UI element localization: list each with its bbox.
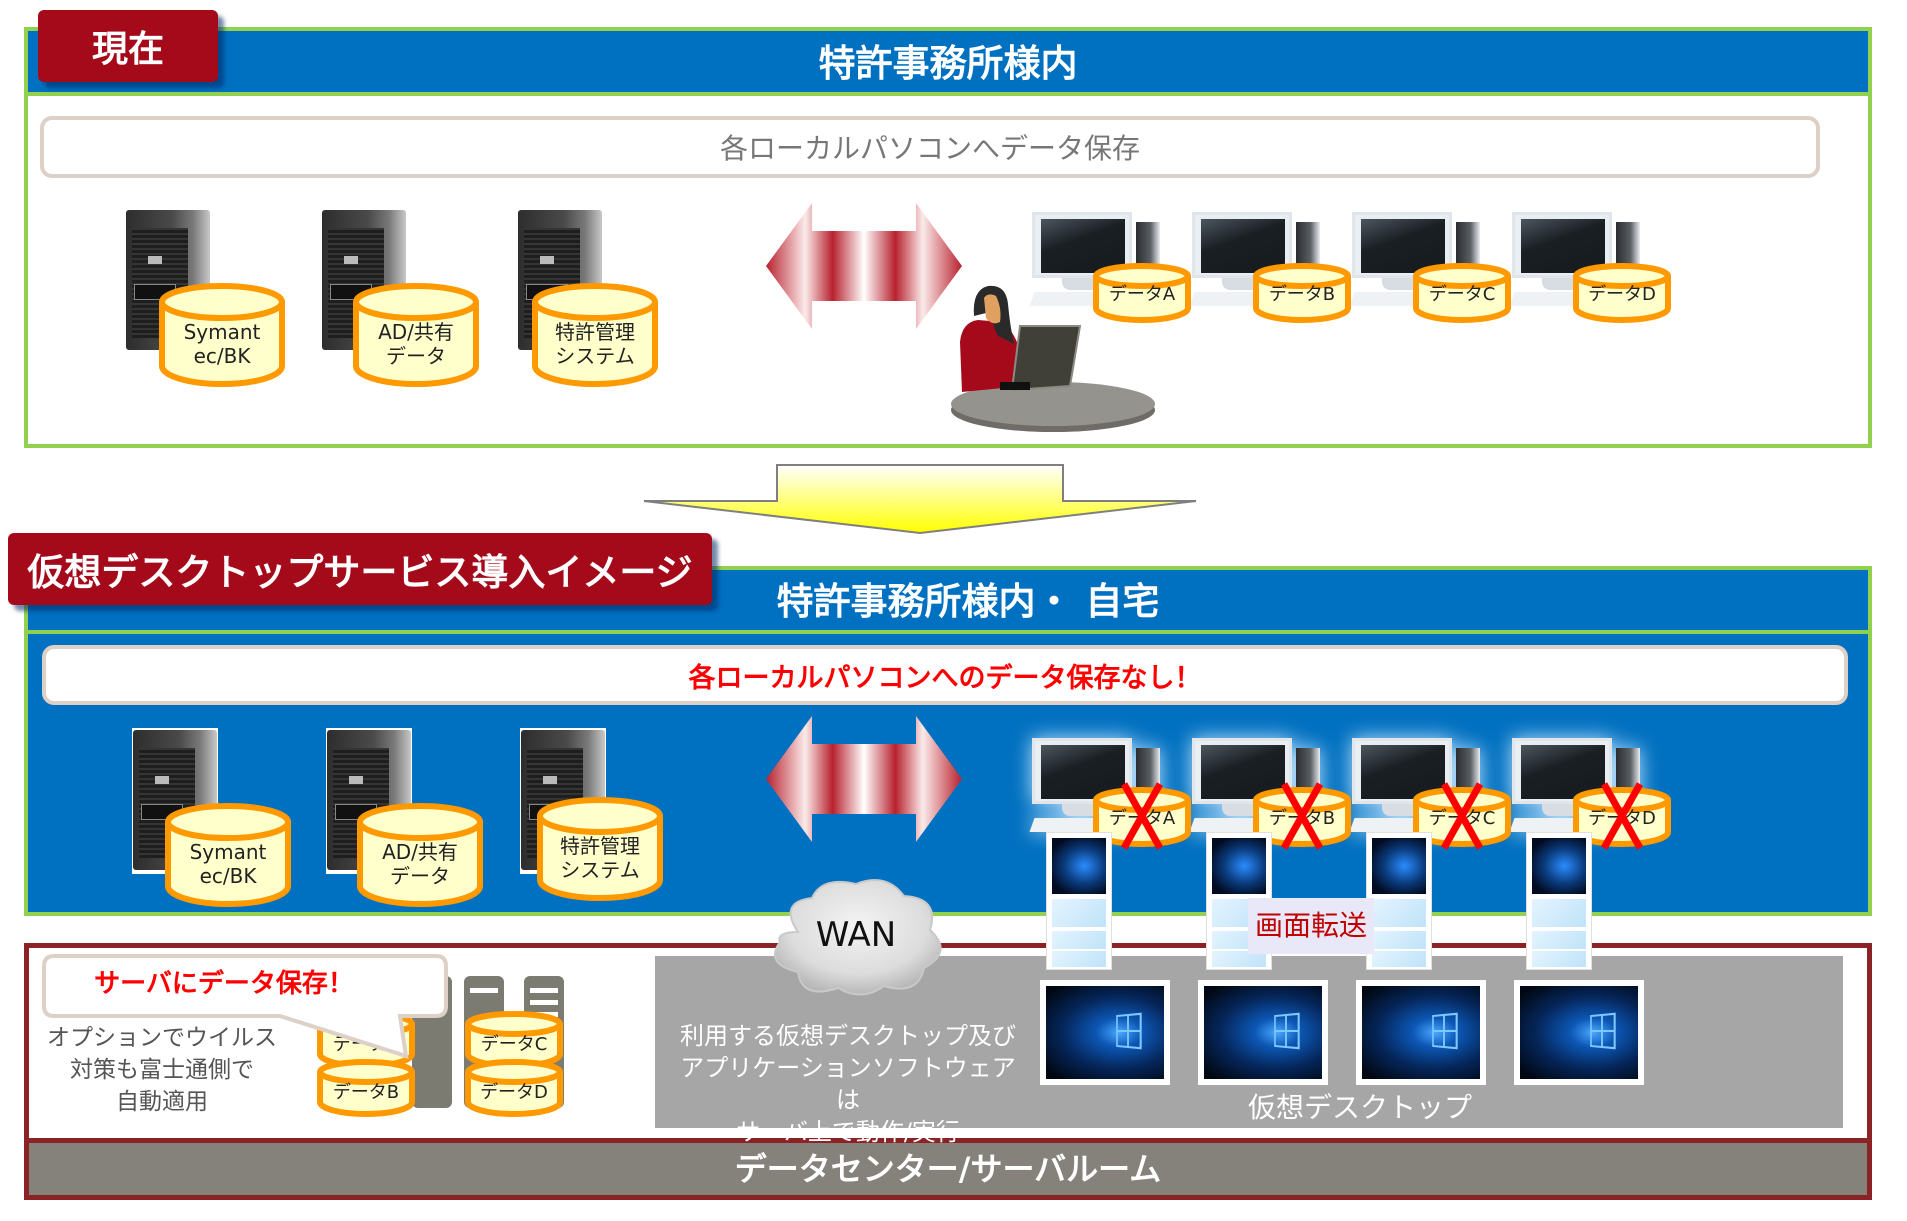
bidirectional-arrow-icon <box>766 203 962 329</box>
cylinder-label: ec/BK <box>199 864 257 888</box>
local-data-cylinder: データC <box>1412 262 1512 324</box>
current-header: 特許事務所様内 <box>28 31 1868 96</box>
callout-label: サーバにデータ保存！ <box>94 969 354 999</box>
virtual-desktop-screen <box>1514 980 1644 1085</box>
stored-data-cylinder: データB <box>316 1058 416 1118</box>
screen-transfer-label: 画面転送 <box>1248 898 1374 954</box>
cross-mark-icon <box>1280 782 1324 850</box>
virtual-desktop-screen <box>1356 980 1486 1085</box>
virtual-desktop-screen <box>1040 980 1170 1085</box>
local-data-cylinder-crossed: データB <box>1252 782 1352 850</box>
screen-transfer-strip <box>1046 832 1112 970</box>
bidirectional-arrow-icon <box>766 716 962 842</box>
datacenter-footer: データセンター/サーバルーム <box>29 1138 1867 1195</box>
cylinder-label: データD <box>480 1082 548 1103</box>
antivirus-note: オプションでウイルス 対策も富士通側で 自動適用 <box>44 1022 280 1118</box>
stored-data-cylinder: データD <box>464 1058 564 1118</box>
database-cylinder: 特許管理システム <box>536 796 664 902</box>
cylinder-label: Symant <box>189 840 267 864</box>
cylinder-label: データB <box>1268 284 1336 305</box>
antivirus-note-line: 対策も富士通側で <box>70 1057 254 1083</box>
cylinder-label: Symant <box>183 320 261 344</box>
database-cylinder: AD/共有データ <box>352 282 480 388</box>
cylinder-label: データB <box>332 1082 400 1103</box>
transition-down-arrow-icon <box>643 464 1197 535</box>
cross-mark-icon <box>1440 782 1484 850</box>
local-data-cylinder: データA <box>1092 262 1192 324</box>
antivirus-note-line: 自動適用 <box>116 1089 208 1115</box>
vdi-note: 利用する仮想デスクトップ及び アプリケーションソフトウェアは サーバ上で動作/実… <box>678 1020 1018 1148</box>
future-info-label: 各ローカルパソコンへのデータ保存なし！ <box>42 645 1848 705</box>
cylinder-label: AD/共有 <box>378 320 454 344</box>
local-data-cylinder: データD <box>1572 262 1672 324</box>
cylinder-label: データC <box>1428 284 1496 305</box>
vdi-note-line: アプリケーションソフトウェアは <box>680 1054 1016 1114</box>
desktop-pc-icon <box>1029 212 1172 310</box>
future-info-text: 各ローカルパソコンへのデータ保存なし！ <box>688 662 1202 694</box>
future-header-title: 特許事務所様内・ 自宅 <box>776 580 1160 623</box>
cylinder-label: データ <box>390 864 450 888</box>
cylinder-label: データC <box>480 1034 548 1055</box>
local-data-cylinder-crossed: データA <box>1092 782 1192 850</box>
virtual-desktop-label: 仮想デスクトップ <box>1247 1091 1472 1124</box>
wan-label: WAN <box>815 915 897 955</box>
cylinder-label: 特許管理 <box>555 320 635 344</box>
current-info-text: 各ローカルパソコンへデータ保存 <box>719 132 1140 165</box>
cylinder-label: ec/BK <box>193 344 251 368</box>
cross-mark-icon <box>1120 782 1164 850</box>
wan-cloud-icon <box>774 879 942 996</box>
office-worker-icon <box>951 285 1155 432</box>
current-header-title: 特許事務所様内 <box>818 42 1078 85</box>
future-tab-label: 仮想デスクトップサービス導入イメージ <box>27 551 693 594</box>
vdi-note-line: サーバ上で動作/実行 <box>736 1118 960 1146</box>
current-tab: 現在 <box>38 10 218 82</box>
cylinder-label: データA <box>1108 284 1176 305</box>
current-tab-label: 現在 <box>91 29 164 70</box>
cylinder-label: データ <box>386 344 446 368</box>
desktop-pc-icon <box>1189 738 1332 836</box>
screen-transfer-strip <box>1526 832 1592 970</box>
screen-transfer-strip <box>1366 832 1432 970</box>
local-data-cylinder-crossed: データD <box>1572 782 1672 850</box>
current-info-label: 各ローカルパソコンへデータ保存 <box>40 116 1820 178</box>
database-cylinder: AD/共有データ <box>356 802 484 908</box>
cylinder-label: AD/共有 <box>382 840 458 864</box>
database-cylinder: 特許管理システム <box>531 282 659 388</box>
virtual-desktop-screen <box>1198 980 1328 1085</box>
local-data-cylinder: データB <box>1252 262 1352 324</box>
datacenter-footer-label: データセンター/サーバルーム <box>734 1150 1162 1188</box>
cross-mark-icon <box>1600 782 1644 850</box>
antivirus-note-line: オプションでウイルス <box>47 1025 277 1051</box>
future-tab: 仮想デスクトップサービス導入イメージ <box>8 533 712 605</box>
cylinder-label: データD <box>1588 284 1656 305</box>
cylinder-label: システム <box>555 344 635 368</box>
cylinder-label: システム <box>560 858 640 882</box>
callout-bubble <box>42 954 448 1059</box>
cylinder-label: 特許管理 <box>560 834 640 858</box>
vdi-note-line: 利用する仮想デスクトップ及び <box>680 1022 1016 1050</box>
